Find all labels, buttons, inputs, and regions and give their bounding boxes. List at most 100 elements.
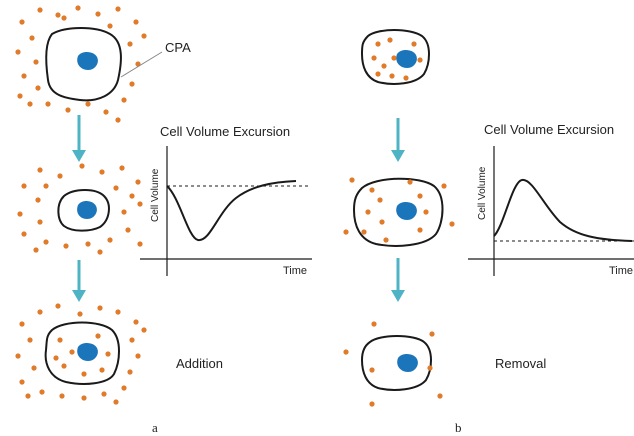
cell-b2 [352, 177, 444, 247]
cell-b1-nucleus [396, 49, 417, 68]
cpa-dot [365, 209, 371, 215]
cpa-dot [391, 55, 397, 61]
cpa-dot [21, 183, 27, 189]
cpa-dot [113, 399, 119, 405]
cell-a1-dots [15, 5, 147, 123]
cpa-dot [383, 237, 389, 243]
cpa-dot [429, 331, 435, 337]
cpa-dot [95, 11, 101, 17]
cell-b3-membrane [360, 335, 432, 391]
cell-a3-nucleus [77, 342, 98, 361]
cpa-dot [107, 23, 113, 29]
cpa-dot [133, 19, 139, 25]
cpa-dot [65, 107, 71, 113]
cpa-dot [343, 349, 349, 355]
cpa-dot [35, 85, 41, 91]
cpa-dot [15, 353, 21, 359]
cpa-dot [17, 211, 23, 217]
cpa-dot [37, 7, 43, 13]
arrow-b-2 [391, 258, 405, 302]
cpa-dot [379, 219, 385, 225]
cpa-dot [411, 41, 417, 47]
graph-a-xlabel: Time [283, 265, 307, 277]
cpa-dot [81, 395, 87, 401]
graph-a-ylabel: Cell Volume [150, 168, 161, 222]
cpa-dot [375, 71, 381, 77]
cell-a3-dots-inside [53, 333, 111, 377]
cell-b2-membrane [352, 177, 444, 247]
cpa-dot [449, 221, 455, 227]
cpa-dot [57, 337, 63, 343]
cpa-dot [369, 187, 375, 193]
graph-b: Cell Volume Excursion Cell Volume Time [468, 122, 634, 277]
cell-b2-nucleus [396, 201, 417, 220]
cpa-dot [417, 193, 423, 199]
cpa-dot [127, 41, 133, 47]
cpa-dot [17, 93, 23, 99]
cpa-dot [437, 393, 443, 399]
cpa-dot [369, 367, 375, 373]
cpa-dot [97, 305, 103, 311]
cpa-dot [141, 33, 147, 39]
cell-a2 [57, 189, 110, 232]
removal-label: Removal [495, 356, 546, 371]
cpa-dot [137, 201, 143, 207]
cpa-dot [343, 229, 349, 235]
cell-a3-dots-outside [15, 303, 147, 405]
cpa-pointer-line [120, 51, 163, 78]
cell-a2-dots [17, 163, 143, 255]
cpa-dot [61, 363, 67, 369]
cell-b1-membrane [360, 29, 430, 85]
cpa-dot [31, 365, 37, 371]
cpa-dot [81, 371, 87, 377]
cpa-dot [417, 57, 423, 63]
cpa-dot [133, 319, 139, 325]
cpa-dot [381, 63, 387, 69]
cpa-dot [45, 101, 51, 107]
cpa-dot [121, 209, 127, 215]
cpa-dot [37, 309, 43, 315]
cpa-dot [43, 239, 49, 245]
cpa-dot [35, 197, 41, 203]
cpa-dot [97, 249, 103, 255]
cpa-dot [369, 401, 375, 407]
cpa-dot [85, 101, 91, 107]
cpa-dot [115, 6, 121, 12]
cpa-dot [21, 231, 27, 237]
cpa-dot [103, 109, 109, 115]
cpa-dot [33, 247, 39, 253]
cpa-dot [61, 15, 67, 21]
cpa-dot [105, 351, 111, 357]
cpa-dot [129, 337, 135, 343]
cpa-dot [115, 309, 121, 315]
graph-a-title: Cell Volume Excursion [160, 124, 290, 139]
cpa-dot [121, 97, 127, 103]
cpa-dot [79, 163, 85, 169]
arrow-a-1 [72, 115, 86, 162]
cell-a1-nucleus [77, 51, 98, 70]
cpa-dot [115, 117, 121, 123]
cpa-dot [375, 41, 381, 47]
cpa-dot [441, 183, 447, 189]
graph-a: Cell Volume Excursion Cell Volume Time [140, 124, 312, 277]
cpa-dot [361, 229, 367, 235]
cpa-dot [141, 327, 147, 333]
cpa-dot [29, 35, 35, 41]
cpa-dot [129, 193, 135, 199]
cpa-dot [101, 391, 107, 397]
cell-a1-membrane [45, 27, 122, 102]
cpa-dot [407, 179, 413, 185]
cpa-label: CPA [165, 40, 191, 55]
arrow-a-2 [72, 260, 86, 302]
cell-a3 [44, 321, 120, 385]
graph-b-curve [493, 179, 633, 242]
cpa-dot [75, 5, 81, 11]
graph-a-curve [166, 180, 297, 241]
cell-b1 [360, 29, 430, 85]
cpa-dot [125, 227, 131, 233]
cpa-dot [137, 241, 143, 247]
cpa-dot [113, 185, 119, 191]
graph-b-title: Cell Volume Excursion [484, 122, 614, 137]
cell-b1-dots [371, 37, 423, 81]
